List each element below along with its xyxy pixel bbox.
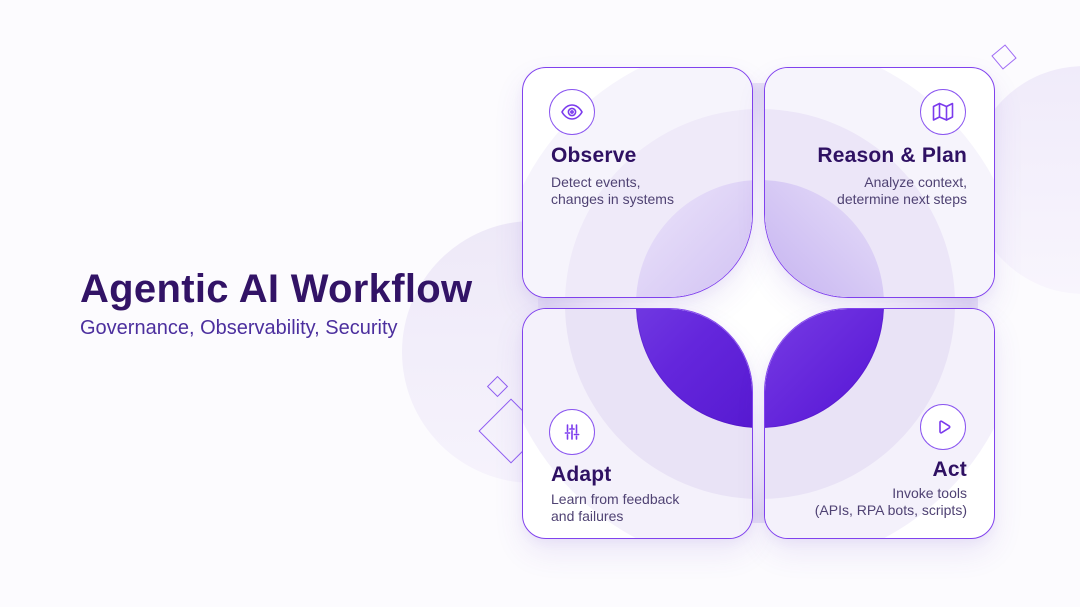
- card-title-adapt: Adapt: [551, 463, 612, 486]
- diamond-decoration-top-right: [991, 44, 1017, 70]
- card-act: Act Invoke tools (APIs, RPA bots, script…: [764, 308, 995, 539]
- card-observe: Observe Detect events, changes in system…: [522, 67, 753, 298]
- page-subtitle: Governance, Observability, Security: [80, 317, 398, 339]
- card-description-observe: Detect events, changes in systems: [551, 174, 674, 207]
- card-description-adapt: Learn from feedback and failures: [551, 491, 680, 524]
- card-description-reason-plan: Analyze context, determine next steps: [837, 174, 967, 207]
- card-adapt: Adapt Learn from feedback and failures: [522, 308, 753, 539]
- card-description-act: Invoke tools (APIs, RPA bots, scripts): [814, 485, 967, 518]
- card-title-reason-plan: Reason & Plan: [817, 144, 967, 167]
- page-title: Agentic AI Workflow: [80, 267, 473, 311]
- sliders-icon: [549, 409, 595, 455]
- map-icon: [920, 89, 966, 135]
- eye-icon: [549, 89, 595, 135]
- heading-block: Agentic AI Workflow Governance, Observab…: [80, 266, 472, 340]
- card-title-observe: Observe: [551, 144, 637, 167]
- play-icon: [920, 404, 966, 450]
- card-title-act: Act: [932, 458, 967, 481]
- card-reason-plan: Reason & Plan Analyze context, determine…: [764, 67, 995, 298]
